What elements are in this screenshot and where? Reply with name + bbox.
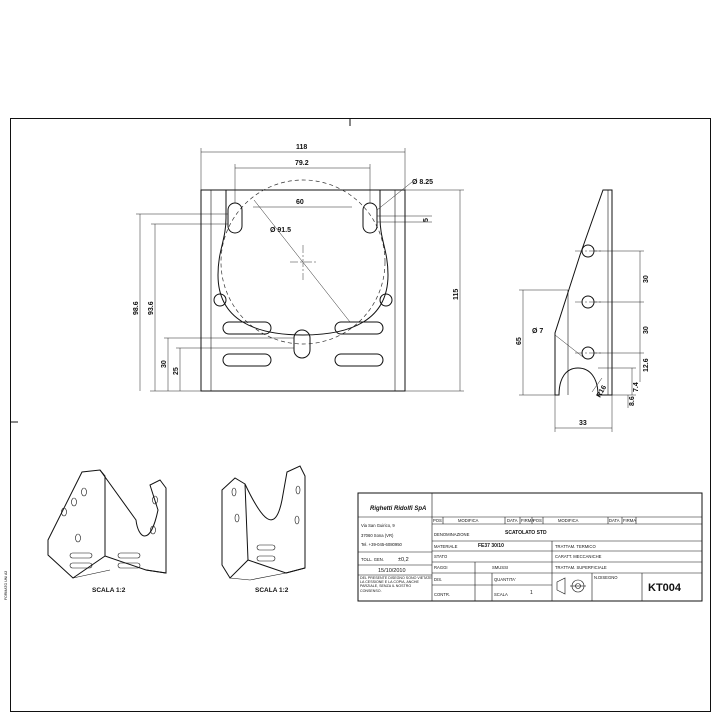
front-plate-outline: [200, 189, 406, 392]
dim-98-6: 98.6: [133, 301, 140, 315]
dim-circle-91-5: Ø 91.5: [270, 227, 291, 234]
dim-115: 115: [453, 289, 460, 300]
front-slot-left: [227, 202, 243, 234]
front-view: 118 79.2 60 Ø 8.25 5 Ø 91.5 98.6 93.6 30…: [133, 144, 464, 392]
tb-tol-value: ±0,2: [398, 557, 409, 563]
tb-trattam-termico: TRATTAM. TERMICO: [555, 544, 596, 549]
front-u-cutout: [217, 190, 389, 336]
tb-quantita-label: QUANTITA': [494, 577, 516, 582]
front-hslot-3: [222, 353, 272, 367]
tb-materiale-value: FE37 30/10: [478, 543, 504, 549]
tb-caratt-meccaniche: CARATT. MECCANICHE: [555, 554, 602, 559]
dim-side-30b: 30: [643, 326, 650, 334]
tb-denominazione-label: DENOMINAZIONE: [434, 532, 470, 537]
side-note: FORMATO UNI A3: [4, 571, 8, 600]
tb-data-1: DATA: [507, 518, 518, 523]
dim-60: 60: [296, 199, 304, 206]
iso-view-1: SCALA 1:2: [47, 469, 167, 594]
tb-scala-label: SCALA: [494, 592, 508, 597]
tb-quantita-value: 1: [530, 590, 533, 596]
dim-118: 118: [296, 144, 307, 151]
tb-modifica-2: MODIFICA: [558, 518, 579, 523]
front-hole-2: [379, 293, 393, 307]
tb-trattam-superficiale: TRATTAM. SUPERFICIALE: [555, 565, 607, 570]
tb-contr-label: CONTR.: [434, 592, 450, 597]
tb-pos-2: POS: [533, 518, 542, 523]
dim-side-hole-7: Ø 7: [532, 328, 543, 335]
tb-firma-1: FIRMA: [521, 518, 534, 523]
iso-view-2: SCALA 1:2: [221, 465, 306, 594]
tb-address2: 37060 Sona (VR): [361, 533, 394, 538]
front-hslot-4: [334, 353, 384, 367]
front-large-bore: [220, 179, 386, 345]
sheet-frame: [10, 118, 711, 712]
tb-tol-label: TOLL. GEN.: [361, 557, 384, 562]
dim-hole-8-25: Ø 8.25: [412, 179, 433, 186]
dim-side-8-6: 8.6: [629, 396, 636, 406]
title-block: Righetti Ridolfi SpA Via San Guirico, 9 …: [357, 492, 703, 602]
tb-pos-1: POS: [433, 518, 442, 523]
tb-materiale-label: MATERIALE: [434, 544, 458, 549]
tb-address1: Via San Guirico, 9: [361, 523, 395, 528]
tb-drawing-number: KT004: [648, 582, 682, 594]
tb-smussi-label: SMUSSI: [492, 565, 508, 570]
dim-side-12-6: 12.6: [643, 358, 650, 372]
dim-side-33: 33: [579, 420, 587, 427]
tb-raggi-label: RAGGI: [434, 565, 448, 570]
front-hole-1: [213, 293, 227, 307]
dim-side-30a: 30: [643, 275, 650, 283]
dim-79-2: 79.2: [295, 160, 309, 167]
front-hslot-2: [334, 321, 384, 335]
iso-1-scale: SCALA 1:2: [92, 587, 126, 594]
tb-data-2: DATA: [609, 518, 620, 523]
tb-phone: Tel. +39-045-6080950: [361, 542, 403, 547]
iso-2-scale: SCALA 1:2: [255, 587, 289, 594]
tb-n-disegno-label: N.DISEGNO: [594, 575, 618, 580]
dim-side-65: 65: [516, 337, 523, 345]
front-slot-center: [293, 329, 311, 359]
front-slot-right: [362, 202, 378, 234]
tb-firma-2: FIRMA: [623, 518, 636, 523]
tb-date: 15/10/2010: [378, 568, 406, 574]
tb-notice: DEL PRESENTE DISEGNO SONO VIETATE LA CES…: [360, 576, 432, 593]
side-view: 30 30 12.6 7.4 8.6 R16 65 Ø 7 33: [516, 189, 650, 432]
tb-company: Righetti Ridolfi SpA: [370, 506, 426, 512]
front-hslot-1: [222, 321, 272, 335]
tb-modifica-1: MODIFICA: [458, 518, 479, 523]
dim-side-7-4: 7.4: [633, 382, 640, 392]
tb-dis-label: DIS.: [434, 577, 442, 582]
tb-stato-label: STATO: [434, 554, 448, 559]
side-profile: [554, 189, 613, 396]
dim-30: 30: [161, 360, 168, 368]
projection-symbol-icon: [556, 577, 586, 595]
dim-25: 25: [173, 367, 180, 375]
tb-denominazione-value: SCATOLATO STD: [505, 530, 547, 536]
dim-93-6: 93.6: [148, 301, 155, 315]
dim-5: 5: [423, 218, 430, 222]
